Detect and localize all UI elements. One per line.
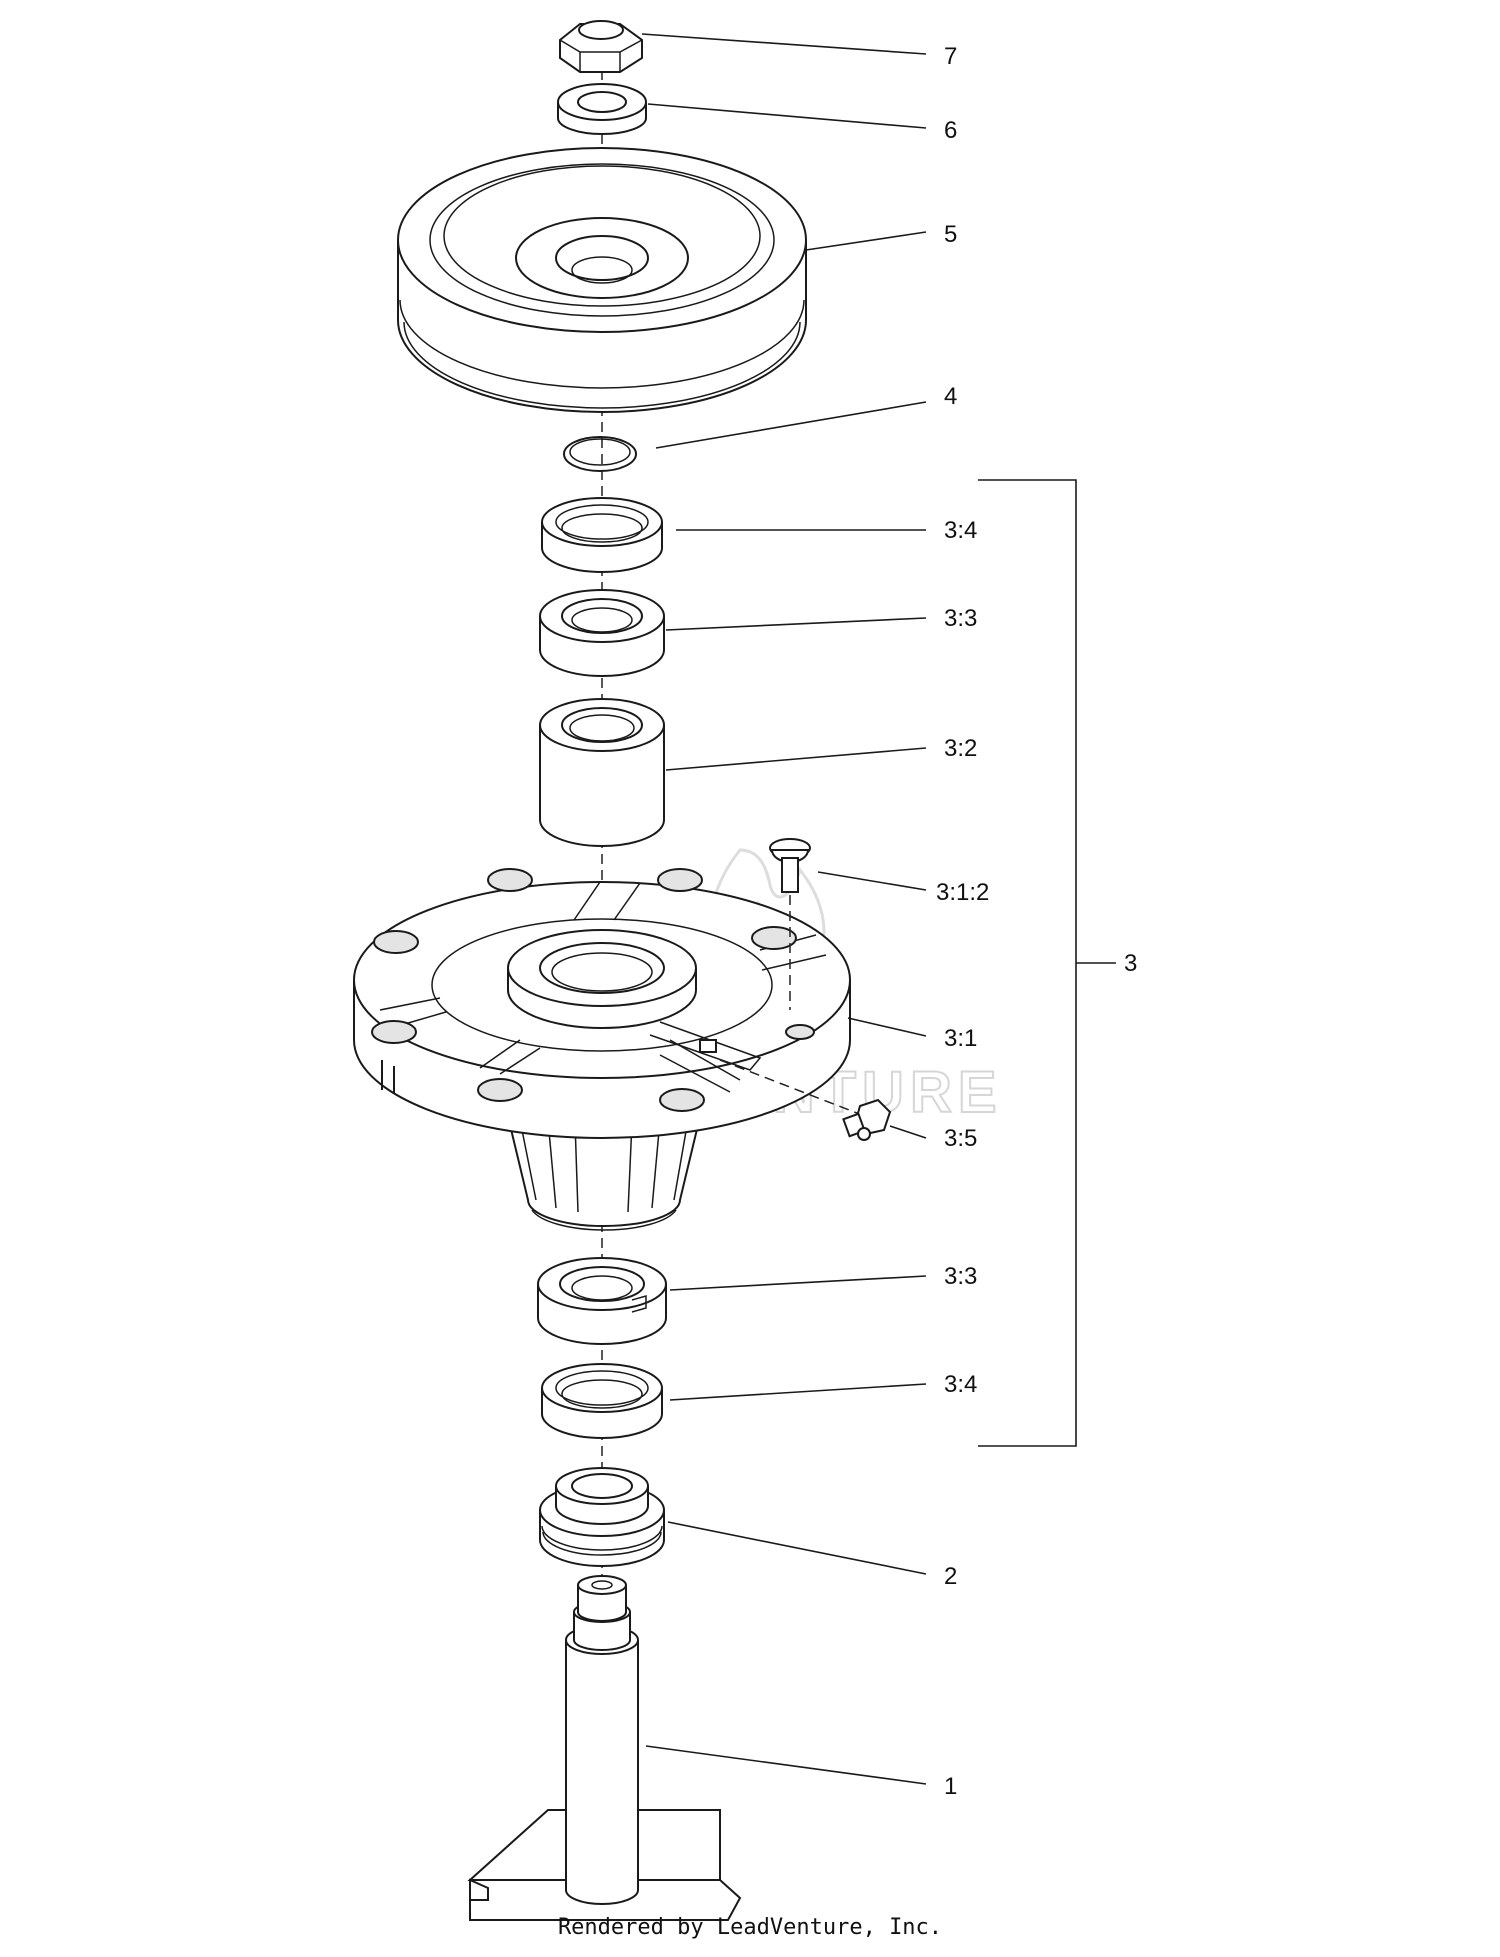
part-3-2-spacer — [539, 698, 665, 847]
part-3-4-bottom-seal — [541, 1363, 663, 1439]
part-3-1-housing — [353, 868, 851, 1231]
callout-2: 2 — [944, 1563, 957, 1590]
part-3-5-grease-fitting — [719, 1059, 892, 1141]
callout-7: 7 — [944, 43, 957, 70]
callout-3-3-top: 3:3 — [944, 605, 977, 632]
callout-3-5: 3:5 — [944, 1125, 977, 1152]
part-3-1-2-pin — [769, 838, 811, 1010]
callout-6: 6 — [944, 117, 957, 144]
callout-3-4-top: 3:4 — [944, 517, 977, 544]
leader-lines — [641, 33, 927, 1785]
callout-5: 5 — [944, 221, 957, 248]
callout-3-3-bottom: 3:3 — [944, 1263, 977, 1290]
part-3-4-top-seal — [541, 497, 663, 573]
callout-3-1-2: 3:1:2 — [936, 879, 989, 906]
callout-labels: 7 6 5 4 3:4 3:3 3:2 3:1:2 3 3:1 3:5 3:3 … — [936, 43, 1137, 1800]
callout-1: 1 — [944, 1773, 957, 1800]
part-3-3-bottom-bearing — [537, 1257, 667, 1345]
part-3-3-top-bearing — [539, 589, 665, 677]
callout-3-2: 3:2 — [944, 735, 977, 762]
rendered-by-footer: Rendered by LeadVenture, Inc. — [557, 1915, 943, 1940]
callout-3-1: 3:1 — [944, 1025, 977, 1052]
assembly-3-bracket — [978, 479, 1077, 1447]
part-7-hex-nut — [559, 20, 643, 73]
part-4-snap-ring — [563, 436, 637, 472]
part-5-pulley — [397, 147, 807, 413]
callout-4: 4 — [944, 383, 957, 410]
callout-3: 3 — [1124, 950, 1137, 977]
part-1-spindle-shaft — [467, 1575, 742, 1921]
part-2-seal-cap — [539, 1467, 665, 1567]
callout-3-4-bottom: 3:4 — [944, 1371, 977, 1398]
part-6-washer — [557, 83, 647, 135]
